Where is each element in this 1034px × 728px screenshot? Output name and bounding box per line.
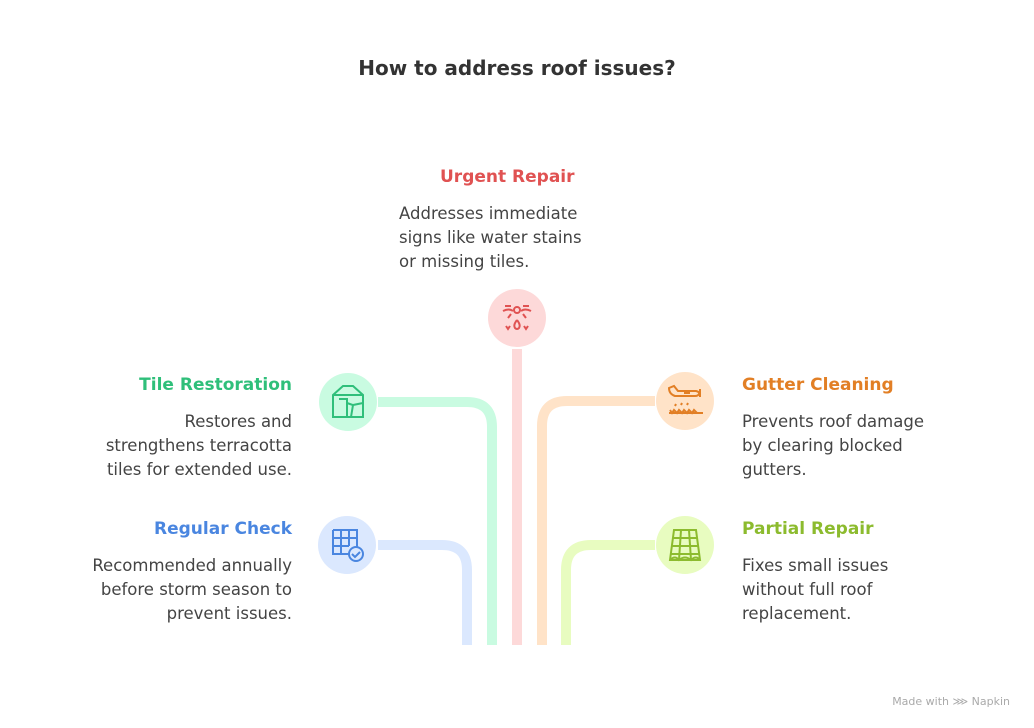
gutter-cleaning-desc: Prevents roof damage by clearing blocked… [742,412,924,479]
grid-check-icon [318,516,376,574]
cracked-roof-tiles-icon [319,373,377,431]
line-tile-restoration [378,397,497,645]
partial-repair-desc: Fixes small issues without full roof rep… [742,556,889,623]
drone-water-drop-icon [488,289,546,347]
line-partial-repair [561,540,655,645]
napkin-watermark: Made with ⋙ Napkin [892,695,1010,708]
urgent-repair-desc: Addresses immediate signs like water sta… [399,204,582,271]
regular-check-label: Regular Check [154,519,292,539]
line-gutter-cleaning [537,396,655,645]
urgent-repair-label: Urgent Repair [440,167,575,187]
tile-restoration-label: Tile Restoration [139,375,292,395]
roof-tiles-icon [656,516,714,574]
partial-repair-label: Partial Repair [742,519,874,539]
crop-duster-plane-icon [656,372,714,430]
page-title: How to address roof issues? [358,56,676,80]
regular-check-desc: Recommended annually before storm season… [92,556,292,623]
tile-restoration-desc: Restores and strengthens terracotta tile… [105,412,292,479]
gutter-cleaning-label: Gutter Cleaning [742,375,894,395]
line-regular-check [378,540,472,645]
